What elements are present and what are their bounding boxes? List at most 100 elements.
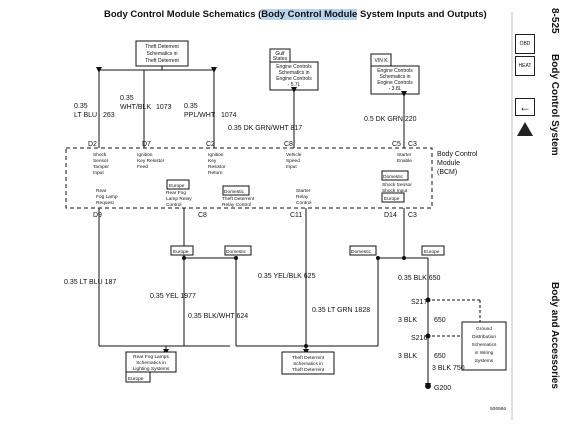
bcm-label1: Body Control [437, 151, 478, 158]
wire-625-label: 0.35 YEL/BLK 625 [258, 273, 316, 280]
bcm-module-box [65, 147, 433, 209]
fog-europe-tag [125, 371, 151, 383]
wire-650c-gauge: 3 BLK [398, 353, 417, 360]
tag-europe-1: Europe [169, 183, 185, 189]
wire-750-label: 3 BLK 750 [432, 365, 465, 372]
input-ign-ret-3: Resistor [208, 164, 226, 170]
eng57-line1: Engine Controls [276, 64, 312, 70]
input-ign-feed-1: Ignition [137, 152, 153, 158]
ground-line2: Distribution [472, 334, 496, 340]
wire-187-label: 0.35 LT BLU 187 [64, 279, 116, 286]
output-fog-3: Request [96, 200, 115, 206]
bcm-label3: (BCM) [437, 169, 457, 176]
input-shock-3: Tamper [93, 164, 109, 170]
wire-650c-num: 650 [434, 353, 446, 360]
wire-1073-color: WHT/BLK [120, 104, 151, 111]
input-shock-4: Input [93, 170, 104, 176]
fog-box-line3: Lighting Systems [133, 366, 170, 372]
fog-europe-label: Europe [128, 376, 144, 382]
wire-220-label: 0.5 DK GRN 220 [364, 116, 417, 123]
wire-1074-num: 1074 [221, 112, 237, 119]
ground-g200: G200 [434, 385, 451, 392]
pin-d7: D7 [142, 141, 151, 148]
engine-57-box [269, 61, 319, 91]
eng38-line3: Engine Controls [377, 80, 413, 86]
pin-c5: C5 [392, 141, 401, 148]
input-vss-1: Vehicle [286, 152, 302, 158]
fog-box [125, 351, 177, 373]
tag-europe-4: Europe [384, 196, 400, 202]
vin-label: VIN K [374, 58, 388, 64]
eng57-line2: Schematics in [278, 70, 309, 76]
pin-c3-bot: C3 [408, 212, 417, 219]
wire-1074-color: PPL/WHT [184, 112, 216, 119]
heat-icon-label: HEAT [518, 63, 532, 69]
wire-263-color: LT BLU [74, 112, 97, 119]
title-prefix: Body Control Module Schematics ( [104, 9, 262, 20]
input-shock-2: Sensor [93, 158, 109, 164]
tag-domestic-2: Domestic [226, 249, 247, 255]
heat-icon: HEAT [515, 56, 535, 76]
pin-c11: C11 [290, 212, 302, 219]
page-title: Body Control Module Schematics (Body Con… [104, 9, 487, 20]
title-highlight: Body Control Module [261, 9, 358, 20]
wire-263-num: 263 [103, 112, 115, 119]
section-bottom: Body and Accessories [549, 282, 560, 389]
output-theft-1: Theft Deterrent [222, 196, 255, 202]
theft2-line2: Schematics in [293, 361, 323, 367]
wire-1074-gauge: 0.35 [184, 103, 198, 110]
figure-id: 506566 [490, 406, 506, 412]
obd-icon-label: OBD [519, 41, 531, 47]
input-ign-feed-3: Feed [137, 164, 148, 170]
output-starter-1: Starter [296, 188, 311, 194]
gulf-line2: States [273, 56, 288, 62]
input-starter-2: Enable [397, 158, 412, 164]
ground-line1: Ground [476, 326, 492, 332]
pin-c8-bot: C8 [198, 212, 207, 219]
output-starter-3: Control [296, 200, 311, 206]
input-starter-1: Starter [397, 152, 412, 158]
wire-650b-gauge: 3 BLK [398, 317, 417, 324]
ground-line4: in Wiring [475, 350, 494, 356]
output-fogrelay-3: Control [166, 202, 181, 208]
pin-c3-top: C3 [408, 141, 417, 148]
ground-dist-box [461, 321, 507, 371]
splice-s216: S216 [411, 335, 427, 342]
back-arrow-icon[interactable]: ← [515, 98, 535, 116]
eng57-line4: - 5.7L [288, 82, 301, 88]
eng38-line2: Schematics in [379, 74, 410, 80]
eng38-line4: - 3.8L [389, 86, 402, 92]
wire-1828-label: 0.35 LT GRN 1828 [312, 307, 370, 314]
fog-box-line1: Rear Fog Lamps [133, 354, 169, 360]
input-shock-1: Shock [93, 152, 107, 158]
output-fogrelay-2: Lamp Relay [166, 196, 192, 202]
output-theft-2: Relay Control [222, 202, 251, 208]
output-fog-2: Fog Lamp [96, 194, 118, 200]
pin-d9: D9 [93, 212, 102, 219]
back-arrow-glyph: ← [519, 100, 531, 114]
gulf-line1: Gulf [275, 51, 285, 57]
tag-domestic-3: Domestic [351, 249, 372, 255]
wire-650b-number: 650 [434, 317, 446, 324]
input-ign-ret-1: Ignition [208, 152, 224, 158]
wire-1977-label: 0.35 YEL 1977 [150, 293, 196, 300]
output-shock-2: Shock Input [382, 188, 408, 194]
page-number: 8-525 [549, 8, 560, 34]
input-ign-ret-4: Return [208, 170, 223, 176]
engine-38-box [370, 65, 420, 95]
eng57-line3: Engine Controls [276, 76, 312, 82]
wire-817-label: 0.35 DK GRN/WHT 817 [228, 125, 302, 132]
wire-1073-num: 1073 [156, 104, 172, 111]
output-shock-1: Shock Sensor [382, 182, 412, 188]
tag-domestic-1: Domestic [224, 189, 245, 195]
esd-warning-icon [517, 122, 533, 136]
pin-c8-top: C8 [284, 141, 293, 148]
input-ign-feed-2: Key Resistor [137, 158, 165, 164]
tag-europe-2: Europe [173, 249, 189, 255]
tag-domestic-4: Domestic [383, 174, 404, 180]
pin-c2: C2 [206, 141, 215, 148]
title-suffix: System Inputs and Outputs) [357, 9, 487, 20]
theft-box-line1: Theft Deterrent [145, 44, 179, 50]
